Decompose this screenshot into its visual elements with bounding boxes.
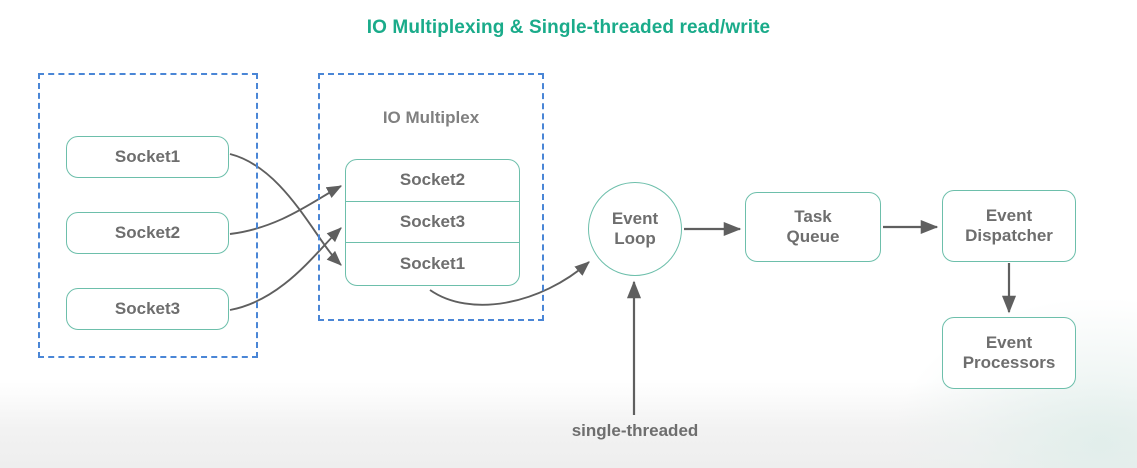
event-processors-line1: Event bbox=[985, 332, 1033, 352]
stack-row-socket2[interactable]: Socket2 bbox=[346, 160, 519, 202]
node-event-loop[interactable]: Event Loop bbox=[588, 182, 682, 276]
event-processors-line2: Processors bbox=[962, 353, 1056, 372]
edge-socket1-to-slot3 bbox=[229, 153, 342, 266]
io-multiplex-stack: Socket2 Socket3 Socket1 bbox=[345, 159, 520, 286]
event-loop-line1: Event bbox=[611, 208, 659, 228]
task-queue-line2: Queue bbox=[786, 227, 840, 246]
edge-socket2-to-slot1 bbox=[229, 185, 343, 235]
event-dispatcher-line2: Dispatcher bbox=[965, 226, 1053, 245]
stack-row-socket3[interactable]: Socket3 bbox=[346, 202, 519, 244]
page-title: IO Multiplexing & Single-threaded read/w… bbox=[366, 17, 771, 38]
node-client-socket2[interactable]: Socket2 bbox=[66, 212, 229, 254]
event-dispatcher-line1: Event bbox=[985, 205, 1033, 225]
edge-socket3-to-slot2 bbox=[229, 227, 342, 311]
edge-multiplex-to-event-loop bbox=[429, 261, 590, 306]
group-io-multiplex bbox=[318, 73, 544, 321]
stack-row-socket1[interactable]: Socket1 bbox=[399, 254, 466, 274]
single-threaded-caption: single-threaded bbox=[571, 421, 699, 440]
group-client-sockets bbox=[38, 73, 258, 358]
node-client-socket3[interactable]: Socket3 bbox=[66, 288, 229, 330]
io-multiplex-label: IO Multiplex bbox=[382, 108, 480, 127]
event-loop-line2: Loop bbox=[614, 229, 656, 248]
node-client-socket1[interactable]: Socket1 bbox=[66, 136, 229, 178]
node-event-dispatcher[interactable]: Event Dispatcher bbox=[942, 190, 1076, 262]
node-event-processors[interactable]: Event Processors bbox=[942, 317, 1076, 389]
task-queue-line1: Task bbox=[794, 206, 832, 226]
node-task-queue[interactable]: Task Queue bbox=[745, 192, 881, 262]
